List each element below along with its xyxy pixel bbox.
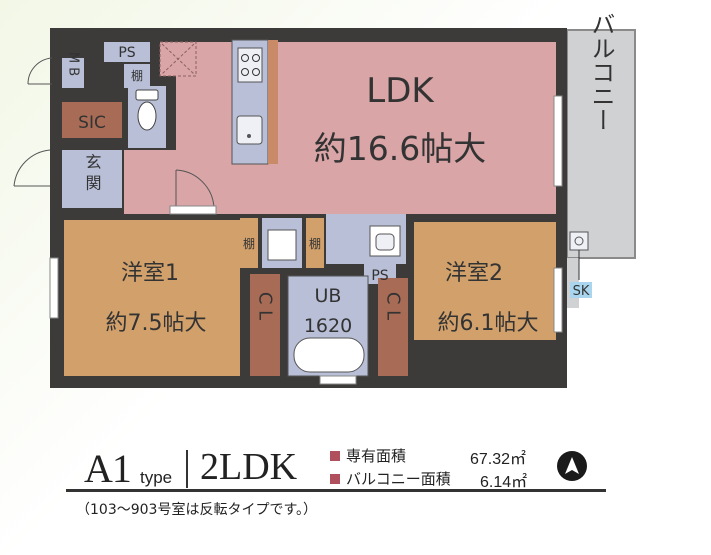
western1-size-label: 約7.5帖大 [106,311,207,336]
ldk-label: LDK [366,71,435,111]
western-room-1 [64,220,240,376]
ldk-size-label: 約16.6帖大 [314,129,486,168]
closet-1 [250,274,280,376]
shelf-label-3: 棚 [309,236,321,251]
entrance-label: 玄 関 [83,153,102,191]
closet2-label: C L [383,292,404,320]
type-code: A1 [84,446,132,491]
western2-label: 洋室2 [445,261,503,286]
balcony-area-row: バルコニー面積 6.14㎡ [330,468,527,491]
layout-type: 2LDK [200,446,298,488]
type-separator [186,450,188,488]
balcony [566,29,636,259]
sic-label: SIC [78,113,106,133]
balcony-area-value: 6.14㎡ [480,474,528,491]
shelf-label-2: 棚 [243,236,255,251]
sink-icon [236,115,263,145]
bath-size-label: 1620 [304,315,352,337]
exclusive-area-label: 専有面積 [346,447,407,465]
stove-icon [237,47,263,83]
exclusive-area-value: 67.32㎡ [470,451,527,468]
western1-label: 洋室1 [121,261,179,286]
mb-label: M B [66,52,81,76]
exclusive-area-row: 専有面積 67.32㎡ [330,445,526,468]
floor-plan: LDK 約16.6帖大 洋室1 約7.5帖大 洋室2 約6.1帖大 UB 162… [13,12,636,388]
bath-label: UB [315,285,342,307]
bathtub-icon [293,337,365,373]
bullet-marker [330,451,340,461]
balcony-area-label: バルコニー面積 [346,470,451,488]
shelf-label-1: 棚 [131,68,143,83]
sk-label: SK [573,284,590,299]
washbasin-icon [369,225,401,257]
north-arrow-icon [557,451,587,481]
bullet-marker [330,474,340,484]
reverse-type-note: （103〜903号室は反転タイプです。） [76,502,318,518]
divider-line [66,489,606,492]
ps-mid-label: PS [371,268,388,284]
balcony-label: バルコニー [587,12,615,132]
type-word: type [140,468,173,487]
western-room-2 [414,222,556,340]
toilet-icon [135,89,159,131]
closet-2 [378,278,408,376]
shoe-closet [62,102,122,138]
western2-size-label: 約6.1帖大 [438,311,539,336]
closet1-label: C L [255,292,276,320]
ps-top-label: PS [118,45,135,61]
entrance [62,150,122,208]
